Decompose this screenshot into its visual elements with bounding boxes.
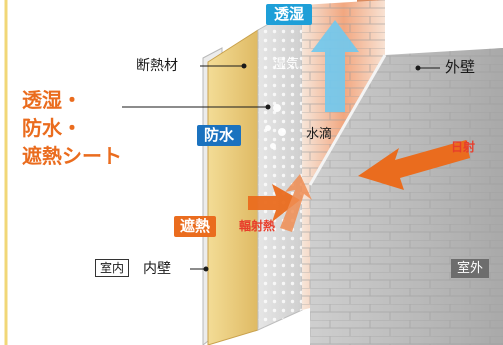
sunlight-label: 日射: [451, 140, 476, 154]
waterproof-badge: 防水: [197, 125, 242, 146]
humidity-label: 湿気: [273, 57, 300, 72]
indoor-label: 室内: [95, 259, 130, 277]
water-drop-icons: [265, 104, 286, 149]
outdoor-label: 室外: [451, 259, 490, 278]
water-drop-label: 水滴: [306, 127, 333, 142]
exterior-wall-edge: [308, 54, 387, 186]
heat-shield-badge: 遮熱: [174, 216, 217, 237]
sheet-title-line3: 遮熱シート: [22, 144, 122, 168]
radiant-heat-label: 輻射熱: [239, 219, 276, 233]
exterior-wall-label: 外壁: [445, 58, 476, 76]
exterior-wall-leader-dot: [415, 65, 421, 71]
sheet-title-line2: 防水・: [22, 116, 82, 140]
insulation-layer: [207, 29, 259, 345]
reflect-arrows-icon: [248, 174, 312, 232]
moisture-arrow-icon: [311, 20, 359, 112]
insulation-label: 断熱材: [136, 58, 178, 74]
inner-wall-label: 内壁: [143, 261, 171, 277]
sunlight-arrow-icon: [358, 140, 470, 190]
sheet-leader-dot: [265, 104, 271, 110]
insulation-leader-dot: [241, 63, 247, 69]
sheet-title-line1: 透湿・: [22, 88, 82, 112]
moisture-permeable-badge: 透湿: [266, 4, 313, 25]
sheet-perforations: [258, 5, 302, 330]
inner-wall-leader-dot: [203, 266, 209, 272]
